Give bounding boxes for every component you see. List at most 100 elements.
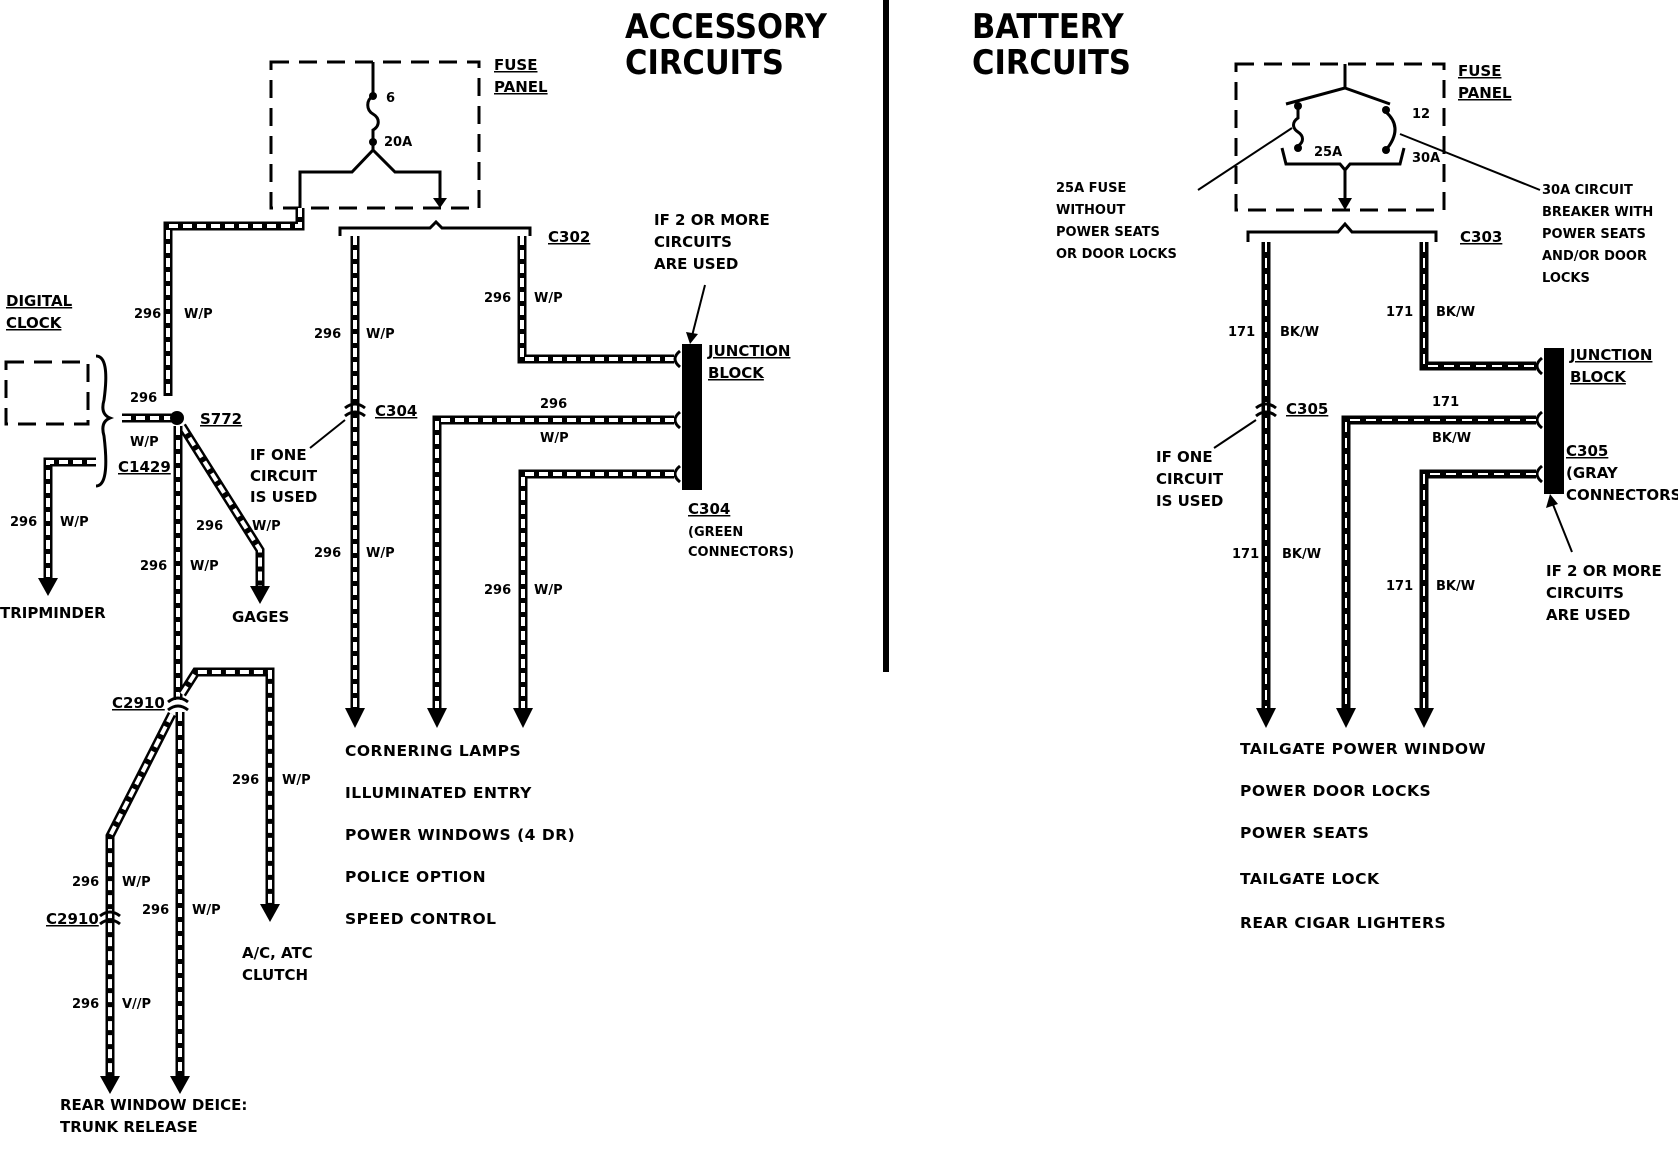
wire-color-6: W/P bbox=[534, 583, 563, 598]
accessory-fuse-rating: 20A bbox=[384, 135, 412, 150]
junction-label-2: BLOCK bbox=[708, 364, 765, 382]
ac-clutch-label-2: CLUTCH bbox=[242, 966, 308, 984]
wire-color-4: W/P bbox=[534, 291, 563, 306]
wire-num-10: 296 bbox=[140, 559, 167, 574]
wire-296-junction-bottom-stripe bbox=[521, 472, 674, 710]
wire-171-to-junction-top bbox=[1419, 242, 1536, 371]
c304-inline-label: C304 bbox=[375, 402, 417, 420]
if-one-line2: CIRCUIT bbox=[250, 467, 318, 485]
battery-if-two-line3: ARE USED bbox=[1546, 606, 1630, 624]
s772-label: S772 bbox=[200, 410, 242, 428]
wire-num-14: 296 bbox=[72, 997, 99, 1012]
c304-note-line2: CONNECTORS) bbox=[688, 545, 794, 560]
arrow-ac-clutch bbox=[260, 904, 280, 922]
wire-color-5: W/P bbox=[540, 431, 569, 446]
c305-note-line2: CONNECTORS) bbox=[1566, 486, 1678, 504]
note-30a-line3: POWER SEATS bbox=[1542, 227, 1646, 242]
wire-296-to-rear-deice-stripe bbox=[108, 713, 174, 1078]
battery-if-two-pointer bbox=[1551, 501, 1573, 553]
note-25a-line3: POWER SEATS bbox=[1056, 225, 1160, 240]
accessory-dest-3: POWER WINDOWS (4 DR) bbox=[345, 826, 575, 844]
rear-deice-label-1: REAR WINDOW DEICE: bbox=[60, 1096, 247, 1114]
battery-if-two-line1: IF 2 OR MORE bbox=[1546, 562, 1662, 580]
note-30a-line4: AND/OR DOOR bbox=[1542, 249, 1647, 264]
wire-171-junction-mid-stripe bbox=[1345, 419, 1536, 710]
s772-splice-dot bbox=[170, 411, 184, 425]
battery-25a-fuse bbox=[1292, 106, 1304, 148]
digital-clock-label-2: CLOCK bbox=[6, 314, 63, 332]
if-two-arrowhead bbox=[686, 332, 698, 344]
note-25a-line4: OR DOOR LOCKS bbox=[1056, 247, 1177, 262]
wire-296-fuse-to-s772 bbox=[163, 208, 305, 396]
c2910-label-b: C2910 bbox=[46, 910, 99, 928]
battery-if-two-arrowhead bbox=[1546, 494, 1558, 508]
c303-connector-bar bbox=[1246, 221, 1438, 242]
c304-label: C304 bbox=[688, 500, 730, 518]
wire-296-to-junction-top-stripe bbox=[520, 236, 674, 361]
accessory-fuse-arrow bbox=[433, 198, 447, 208]
battery-fuse-panel-label-2: PANEL bbox=[1458, 84, 1512, 102]
battery-fuse-panel-box bbox=[1234, 62, 1446, 212]
note-30a-line2: BREAKER WITH bbox=[1542, 205, 1653, 220]
battery-junction-connectors bbox=[1535, 356, 1543, 484]
battery-dest-4: TAILGATE LOCK bbox=[1240, 870, 1380, 888]
wire-color-11: W/P bbox=[282, 773, 311, 788]
c2910-connector-a bbox=[167, 696, 189, 712]
c302-label: C302 bbox=[548, 228, 590, 246]
c305-note-line1: (GRAY bbox=[1566, 464, 1619, 482]
battery-if-one-pointer bbox=[1213, 419, 1257, 449]
tripminder-label: TRIPMINDER bbox=[0, 604, 106, 622]
accessory-dest-4: POLICE OPTION bbox=[345, 868, 486, 886]
battery-wire-num-4: 171 bbox=[1432, 395, 1459, 410]
wire-171-to-junction-top-stripe bbox=[1423, 242, 1536, 367]
battery-wire-num-1: 171 bbox=[1228, 325, 1255, 340]
arrow-tailgate-window bbox=[1256, 708, 1276, 728]
arrow-cornering bbox=[345, 708, 365, 728]
wire-296-junction-mid-stripe bbox=[435, 418, 674, 710]
c305-inline-connector bbox=[1255, 402, 1277, 418]
accessory-junction-block bbox=[682, 344, 702, 490]
wire-color-13: W/P bbox=[122, 875, 151, 890]
wire-color-10: W/P bbox=[190, 559, 219, 574]
battery-title-line1: BATTERY bbox=[972, 7, 1124, 47]
wire-num-11: 296 bbox=[232, 773, 259, 788]
battery-circuits-section: BATTERY CIRCUITS FUSE PANEL 12 25A 30A 2… bbox=[972, 7, 1678, 932]
wire-num-12: 296 bbox=[142, 903, 169, 918]
battery-junction-label-2: BLOCK bbox=[1570, 368, 1627, 386]
ac-clutch-label-1: A/C, ATC bbox=[242, 944, 313, 962]
battery-if-one-line1: IF ONE bbox=[1156, 448, 1213, 466]
note-25a-line2: WITHOUT bbox=[1056, 203, 1126, 218]
note-30a-pointer bbox=[1399, 133, 1541, 191]
accessory-title-line2: CIRCUITS bbox=[625, 43, 784, 83]
if-two-pointer bbox=[691, 284, 706, 337]
arrow-gages bbox=[250, 586, 270, 604]
wire-296-to-rear-deice bbox=[105, 711, 177, 1078]
wire-num-6: 296 bbox=[484, 583, 511, 598]
battery-wire-num-3: 171 bbox=[1386, 305, 1413, 320]
rear-deice-label-2: TRUNK RELEASE bbox=[60, 1118, 198, 1136]
battery-wire-num-5: 171 bbox=[1386, 579, 1413, 594]
battery-if-one-line2: CIRCUIT bbox=[1156, 470, 1224, 488]
battery-junction-block bbox=[1544, 348, 1564, 494]
battery-30a-dot-top bbox=[1382, 106, 1390, 114]
c2910-label-a: C2910 bbox=[112, 694, 165, 712]
c1429-label: C1429 bbox=[118, 458, 171, 476]
arrow-rear-deice bbox=[100, 1076, 120, 1094]
battery-wire-color-1: BK/W bbox=[1280, 325, 1319, 340]
battery-dest-3: POWER SEATS bbox=[1240, 824, 1369, 842]
wire-color-14: V//P bbox=[122, 997, 151, 1012]
arrow-tripminder bbox=[38, 578, 58, 596]
accessory-fuse-number: 6 bbox=[386, 91, 395, 106]
c305-inline-label: C305 bbox=[1286, 400, 1328, 418]
wire-color-12: W/P bbox=[192, 903, 221, 918]
battery-dest-2: POWER DOOR LOCKS bbox=[1240, 782, 1431, 800]
c2910-connector-b bbox=[99, 910, 121, 926]
accessory-dest-5: SPEED CONTROL bbox=[345, 910, 497, 928]
c303-label: C303 bbox=[1460, 228, 1502, 246]
accessory-fuse-panel-label-2: PANEL bbox=[494, 78, 548, 96]
wire-296-to-ac-clutch bbox=[178, 667, 275, 906]
battery-wire-color-3: BK/W bbox=[1436, 305, 1475, 320]
accessory-dest-1: CORNERING LAMPS bbox=[345, 742, 521, 760]
wire-color-1: W/P bbox=[184, 307, 213, 322]
gages-label: GAGES bbox=[232, 608, 289, 626]
